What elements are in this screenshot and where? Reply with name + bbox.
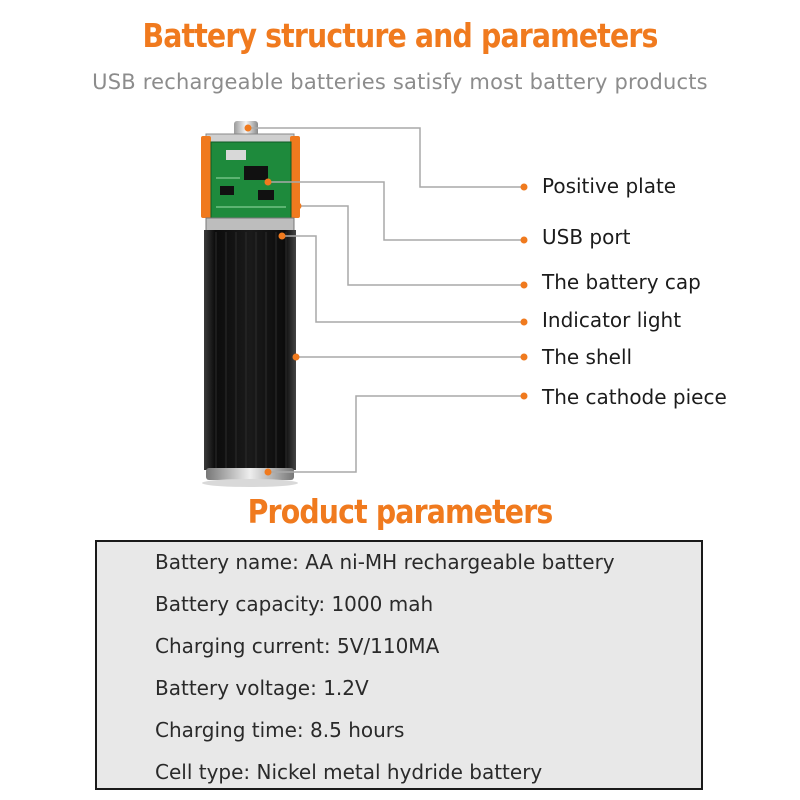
label-positive-plate: Positive plate <box>542 174 677 198</box>
label-battery-cap: The battery cap <box>542 270 701 294</box>
page-title: Battery structure and parameters <box>142 16 658 55</box>
label-usb-port: USB port <box>542 225 631 249</box>
base-shadow <box>202 479 298 487</box>
marker-dot <box>520 318 528 326</box>
cap-base <box>205 217 295 233</box>
param-charging-current: Charging current: 5V/110MA <box>155 634 440 658</box>
cap-clip-right <box>290 136 300 218</box>
params-title: Product parameters <box>247 492 554 531</box>
marker-dot <box>520 353 528 361</box>
pcb-chip-3 <box>258 190 274 200</box>
params-box: Battery name: AA ni-MH rechargeable batt… <box>95 540 703 790</box>
pcb-chip-2 <box>220 186 234 195</box>
param-charging-time: Charging time: 8.5 hours <box>155 718 405 742</box>
marker-dot <box>520 392 528 400</box>
param-battery-voltage: Battery voltage: 1.2V <box>155 676 369 700</box>
pcb-chip <box>244 166 268 180</box>
marker-dot <box>520 236 528 244</box>
pcb-usb <box>226 150 246 160</box>
label-cathode-piece: The cathode piece <box>542 385 727 409</box>
battery-shell <box>204 230 296 470</box>
marker-dot <box>520 281 528 289</box>
param-cell-type: Cell type: Nickel metal hydride battery <box>155 760 543 784</box>
page-subtitle: USB rechargeable batteries satisfy most … <box>92 70 708 94</box>
label-shell: The shell <box>542 345 633 369</box>
label-indicator-light: Indicator light <box>542 308 682 332</box>
param-battery-capacity: Battery capacity: 1000 mah <box>155 592 434 616</box>
param-battery-name: Battery name: AA ni-MH rechargeable batt… <box>155 550 615 574</box>
negative-base <box>206 468 294 480</box>
marker-dot <box>520 183 528 191</box>
cap-clip-left <box>201 136 211 218</box>
